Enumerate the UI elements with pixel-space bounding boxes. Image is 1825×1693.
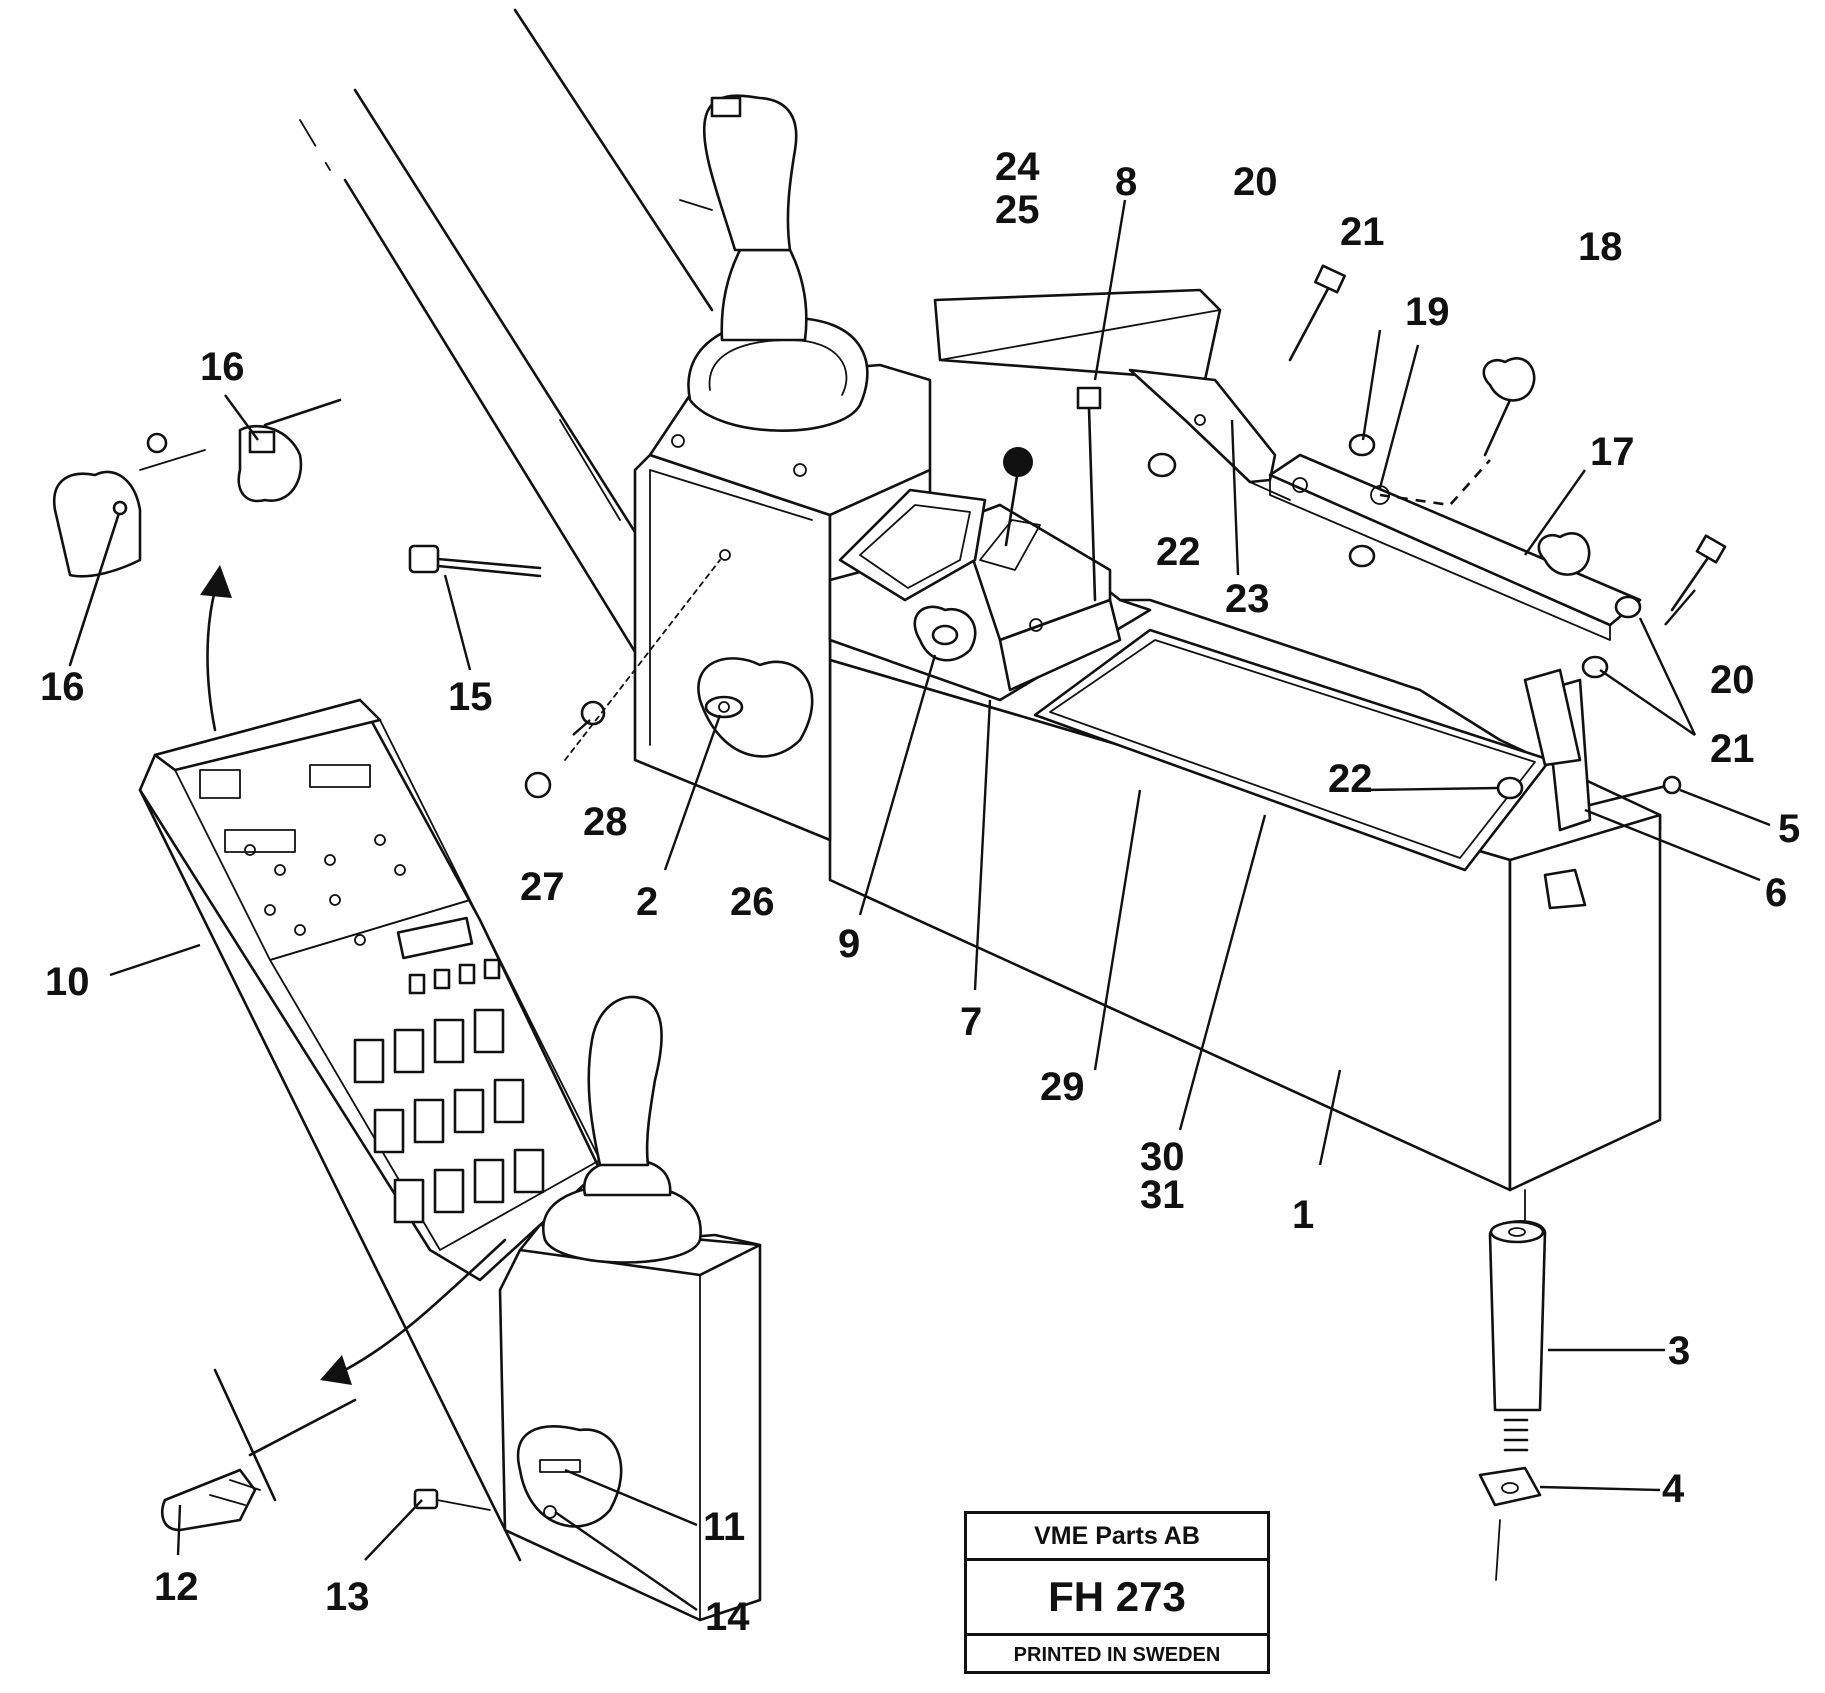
callout-9: 9 bbox=[838, 922, 860, 966]
pin-and-nut bbox=[1478, 1189, 1547, 1581]
callout-31: 31 bbox=[1140, 1173, 1185, 1217]
callout-labels: 1 2 3 4 5 6 7 8 9 10 11 12 13 14 15 16 1… bbox=[40, 145, 1800, 1639]
control-panel bbox=[138, 698, 602, 1282]
callout-4: 4 bbox=[1662, 1467, 1685, 1511]
callout-24: 24 bbox=[995, 145, 1040, 189]
panel-keypad bbox=[353, 958, 545, 1224]
callout-20-right: 20 bbox=[1710, 658, 1755, 702]
callout-16-top: 16 bbox=[200, 345, 245, 389]
callout-1: 1 bbox=[1292, 1193, 1314, 1237]
detail-inset-bottom bbox=[160, 1368, 357, 1532]
armrest bbox=[933, 288, 1291, 501]
stamp-company: VME Parts AB bbox=[967, 1514, 1267, 1561]
callout-18: 18 bbox=[1578, 225, 1623, 269]
callout-27: 27 bbox=[520, 865, 565, 909]
callout-14: 14 bbox=[705, 1595, 750, 1639]
callout-15: 15 bbox=[448, 675, 493, 719]
title-stamp: VME Parts AB FH 273 PRINTED IN SWEDEN bbox=[964, 1511, 1270, 1674]
gear-lever-block bbox=[828, 447, 1152, 702]
callout-7: 7 bbox=[960, 1000, 982, 1044]
panel-indicators bbox=[199, 764, 406, 946]
callout-26: 26 bbox=[730, 880, 775, 924]
callout-22-right: 22 bbox=[1328, 757, 1373, 801]
callout-21-top: 21 bbox=[1340, 210, 1385, 254]
callout-16-bottom: 16 bbox=[40, 665, 85, 709]
background-outline-lines bbox=[138, 8, 714, 1562]
right-bracket bbox=[1076, 264, 1727, 910]
callout-25: 25 bbox=[995, 188, 1040, 232]
callout-17: 17 bbox=[1590, 430, 1635, 474]
callout-3: 3 bbox=[1668, 1329, 1690, 1373]
callout-11: 11 bbox=[703, 1505, 745, 1549]
callout-28: 28 bbox=[583, 800, 628, 844]
callout-30: 30 bbox=[1140, 1135, 1185, 1179]
pointer-arrows bbox=[200, 565, 507, 1385]
callout-12: 12 bbox=[154, 1565, 199, 1609]
callout-13: 13 bbox=[325, 1575, 370, 1619]
callout-2: 2 bbox=[636, 880, 658, 924]
bolt-and-washers bbox=[408, 544, 721, 799]
callout-29: 29 bbox=[1040, 1065, 1085, 1109]
callout-10: 10 bbox=[45, 960, 90, 1004]
callout-5: 5 bbox=[1778, 807, 1800, 851]
callout-20-top: 20 bbox=[1233, 160, 1278, 204]
callout-19: 19 bbox=[1405, 290, 1450, 334]
callout-6: 6 bbox=[1765, 871, 1787, 915]
detail-inset-top bbox=[52, 398, 342, 667]
stamp-printed-note: PRINTED IN SWEDEN bbox=[1013, 1644, 1221, 1666]
stamp-drawing-code: FH 273 bbox=[967, 1561, 1267, 1636]
callout-22-left: 22 bbox=[1156, 530, 1201, 574]
small-screws bbox=[413, 1488, 491, 1511]
callout-8: 8 bbox=[1115, 160, 1137, 204]
callout-23: 23 bbox=[1225, 577, 1270, 621]
leader-lines bbox=[109, 199, 1771, 1611]
callout-21-right: 21 bbox=[1710, 727, 1755, 771]
